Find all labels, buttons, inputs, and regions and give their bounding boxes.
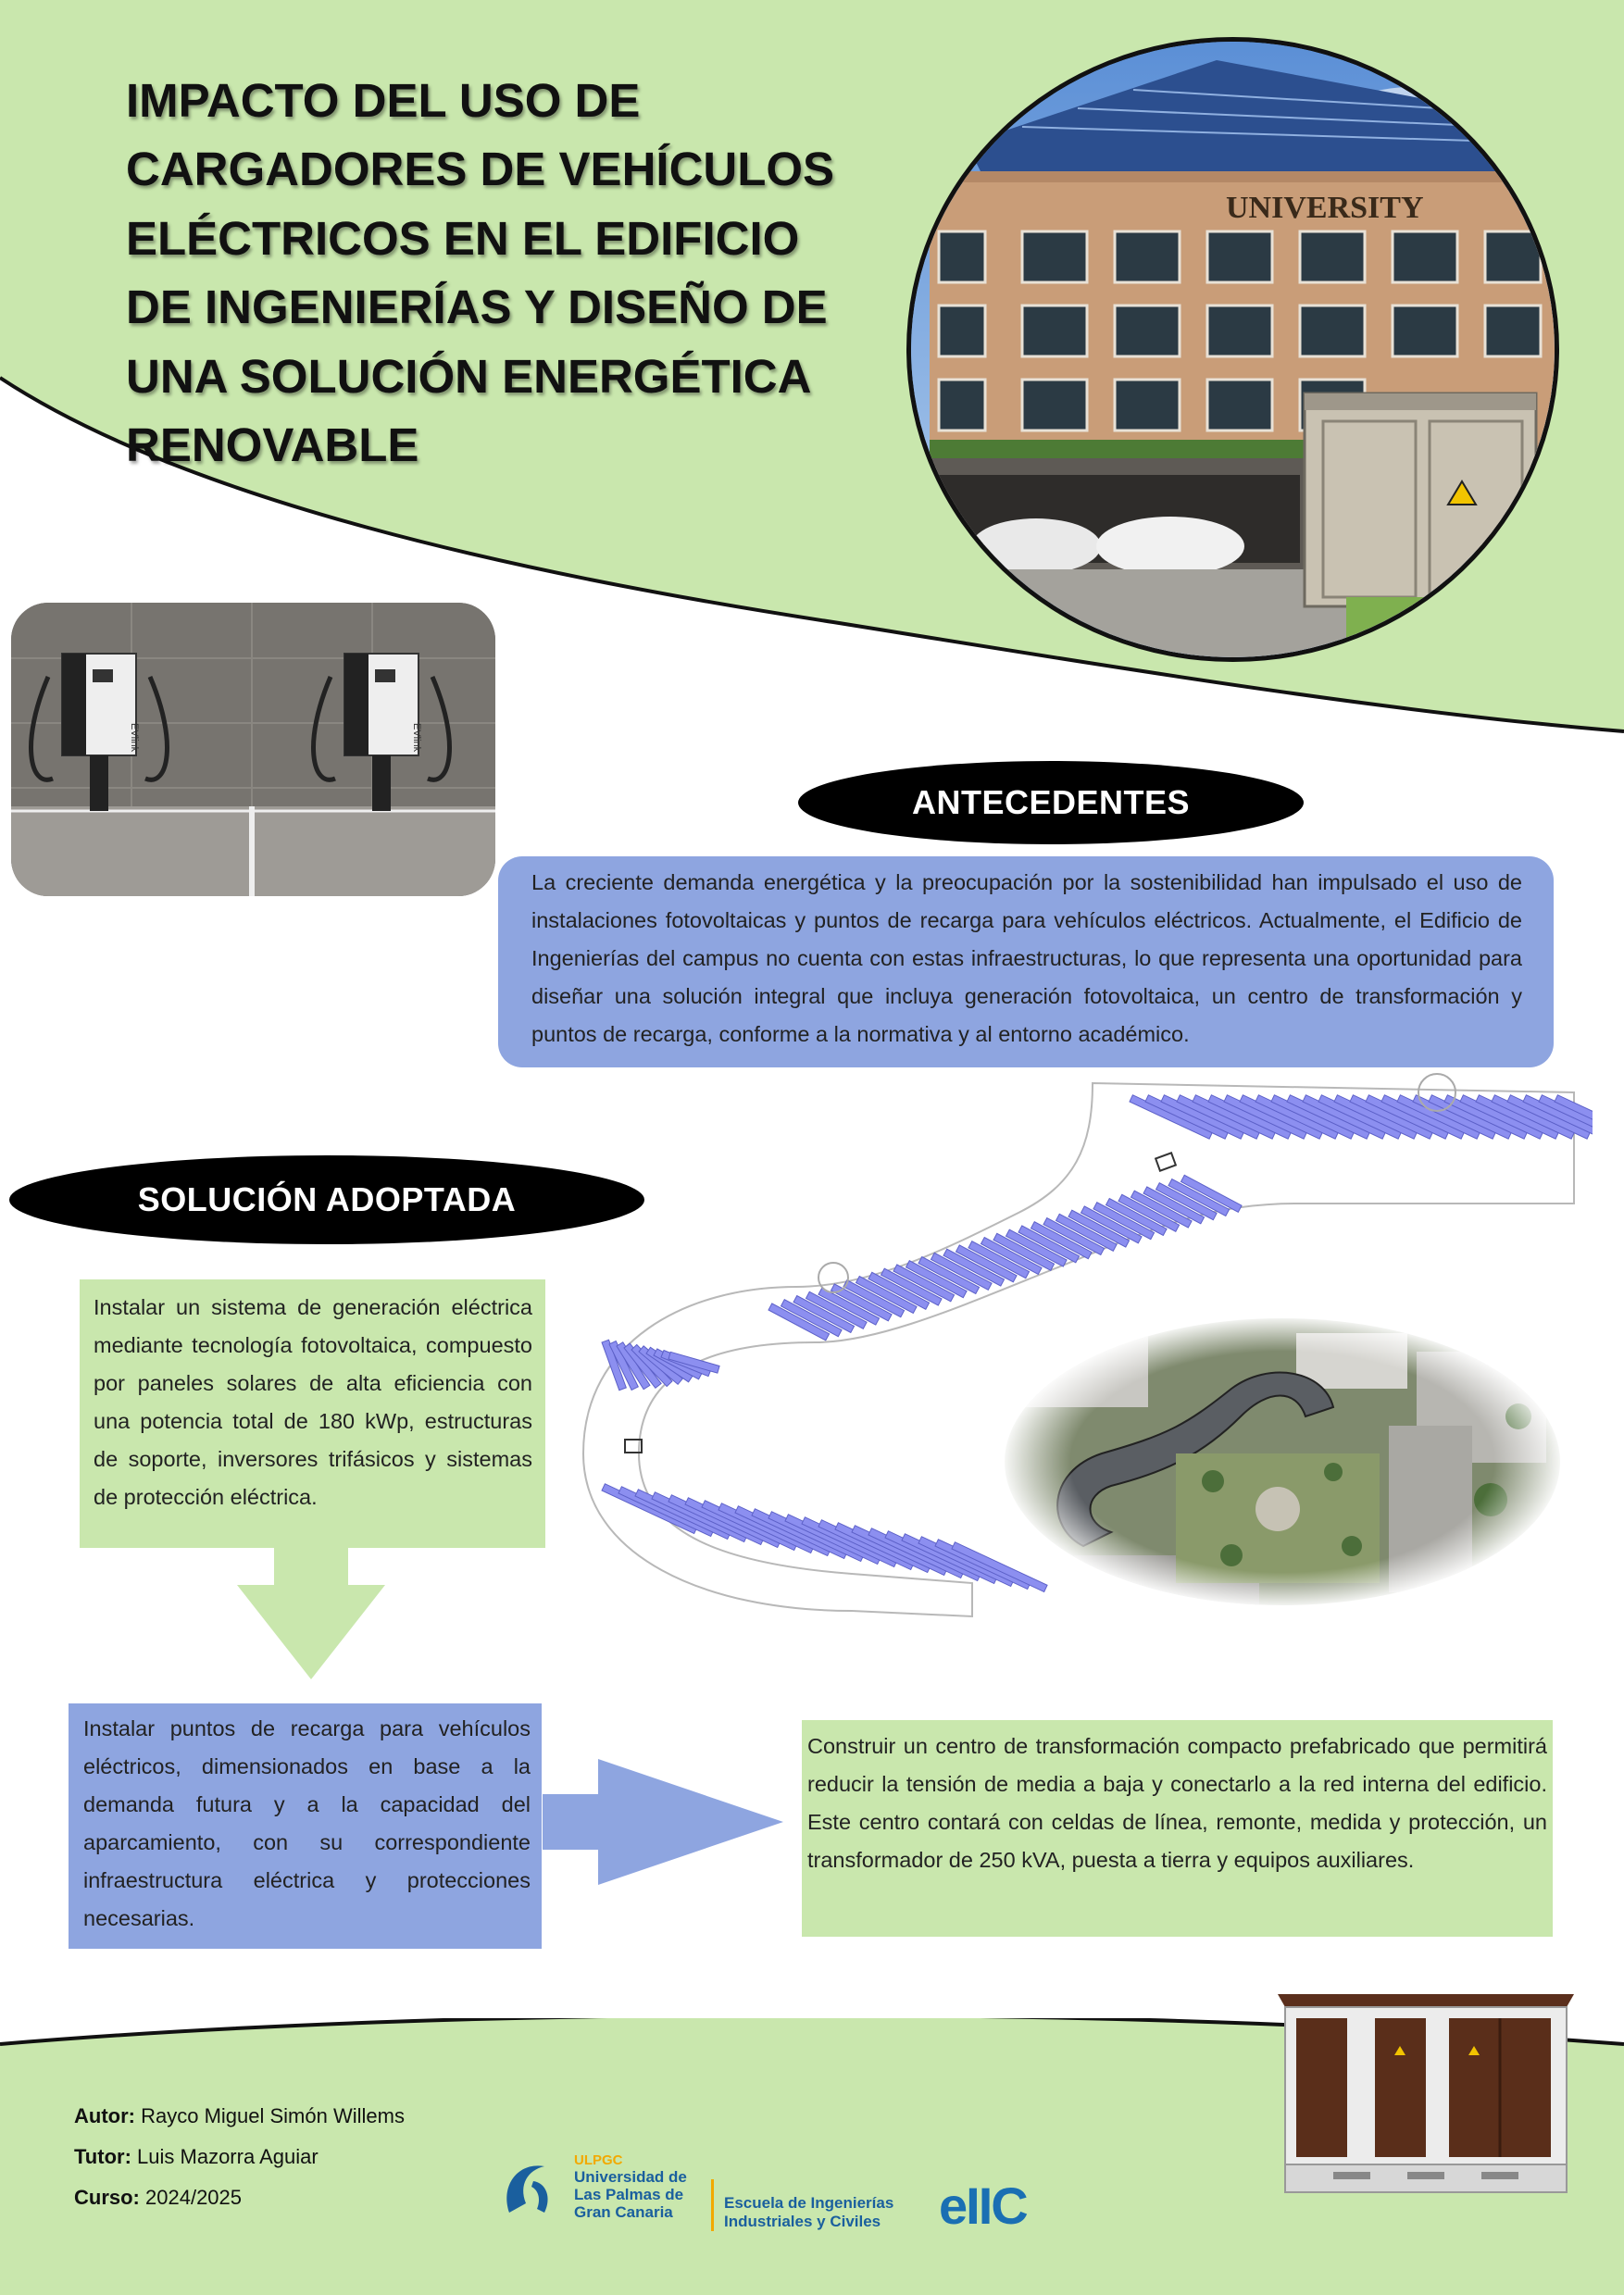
recarga-text: Instalar puntos de recarga para vehículo… (69, 1703, 542, 1949)
solar-panel (780, 1299, 843, 1338)
logo-divider (711, 2179, 714, 2231)
title-line: ELÉCTRICOS EN EL EDIFICIO (126, 211, 800, 265)
solar-panel (1093, 1202, 1156, 1241)
curso-value: 2024/2025 (145, 2186, 243, 2209)
charger-brand-label: EVlink (411, 723, 422, 753)
solar-panel (818, 1287, 881, 1326)
solar-panel (1554, 1094, 1593, 1140)
solar-panel (905, 1260, 968, 1299)
title-line: IMPACTO DEL USO DE (126, 74, 641, 127)
solar-panel (943, 1248, 1006, 1287)
solar-panel (968, 1241, 1031, 1279)
solar-panel (1080, 1205, 1143, 1244)
solar-panel (1030, 1221, 1093, 1260)
solar-panel (1105, 1197, 1168, 1237)
university-building-image: UNIVERSITY (906, 37, 1559, 662)
credit-curso: Curso: 2024/2025 (74, 2186, 242, 2210)
transformer-centre-photo (1278, 1994, 1574, 2193)
school-line2: Industriales y Civiles (724, 2213, 881, 2230)
ev-chargers-photo: EVlink EVlink (11, 603, 495, 896)
solar-panel (830, 1283, 893, 1322)
ulpgc-logo: ULPGC Universidad de Las Palmas de Gran … (500, 2150, 704, 2233)
solucion-heading: SOLUCIÓN ADOPTADA (9, 1155, 644, 1244)
school-line1: Escuela de Ingenierías (724, 2194, 894, 2212)
solar-panel (930, 1252, 993, 1291)
solar-panel (951, 1541, 1048, 1593)
title-line: UNA SOLUCIÓN ENERGÉTICA (126, 349, 812, 403)
arrow-right-icon (543, 1759, 783, 1885)
school-name: Escuela de Ingenierías Industriales y Ci… (724, 2194, 893, 2231)
arrow-down-icon (237, 1548, 385, 1679)
solar-panel (1005, 1229, 1068, 1267)
ulpgc-line2: Las Palmas de (574, 2186, 684, 2203)
solar-panel (843, 1279, 906, 1318)
fotovoltaica-text: Instalar un sistema de generación eléctr… (80, 1279, 545, 1548)
solar-panel (608, 1340, 639, 1391)
tutor-label: Tutor: (74, 2145, 131, 2168)
solar-panel (1055, 1213, 1118, 1252)
transformacion-text: Construir un centro de transformación co… (802, 1720, 1553, 1937)
antecedentes-heading: ANTECEDENTES (798, 761, 1304, 844)
poster-title: IMPACTO DEL USO DE CARGADORES DE VEHÍCUL… (126, 67, 941, 480)
solar-panel (893, 1264, 956, 1303)
ulpgc-line3: Gran Canaria (574, 2203, 673, 2221)
solar-panel (1155, 1182, 1218, 1221)
curso-label: Curso: (74, 2186, 140, 2209)
solar-panel (1118, 1193, 1181, 1232)
antecedentes-text: La creciente demanda energética y la pre… (498, 856, 1554, 1067)
solar-panel (793, 1294, 856, 1334)
title-line: RENOVABLE (126, 418, 419, 472)
autor-label: Autor: (74, 2104, 135, 2127)
solar-panel (1018, 1225, 1081, 1264)
solar-panel (1143, 1186, 1206, 1225)
title-line: DE INGENIERÍAS Y DISEÑO DE (126, 281, 828, 334)
eiic-logo: eIIC (939, 2177, 1029, 2235)
credit-tutor: Tutor: Luis Mazorra Aguiar (74, 2145, 319, 2169)
solar-panel (1043, 1216, 1106, 1256)
solar-panel (855, 1275, 918, 1315)
solar-panel (805, 1291, 868, 1329)
autor-name: Rayco Miguel Simón Willems (141, 2104, 405, 2127)
solar-panel (1168, 1178, 1230, 1217)
ulpgc-acronym: ULPGC (574, 2152, 623, 2168)
ulpgc-line1: Universidad de (574, 2168, 687, 2186)
charger-brand-label: EVlink (129, 723, 140, 753)
solar-panel (601, 1339, 627, 1391)
tutor-name: Luis Mazorra Aguiar (137, 2145, 319, 2168)
solar-panel (993, 1232, 1056, 1271)
solar-panel (1180, 1174, 1243, 1213)
solar-panel (1130, 1190, 1193, 1229)
aerial-campus-photo (1000, 1315, 1565, 1609)
solar-panel (1068, 1209, 1131, 1248)
solar-panel (668, 1351, 720, 1374)
solar-panel (980, 1236, 1043, 1276)
solar-panel (868, 1271, 931, 1310)
solar-site-plan-diagram (581, 1073, 1593, 1618)
solar-panel (880, 1267, 943, 1306)
solar-panel (955, 1244, 1018, 1283)
credit-autor: Autor: Rayco Miguel Simón Willems (74, 2104, 405, 2128)
title-line: CARGADORES DE VEHÍCULOS (126, 143, 835, 196)
ulpgc-emblem-icon (506, 2165, 548, 2213)
solar-panel (768, 1303, 831, 1341)
solar-panel (918, 1255, 981, 1295)
building-sign: UNIVERSITY (1226, 191, 1424, 225)
